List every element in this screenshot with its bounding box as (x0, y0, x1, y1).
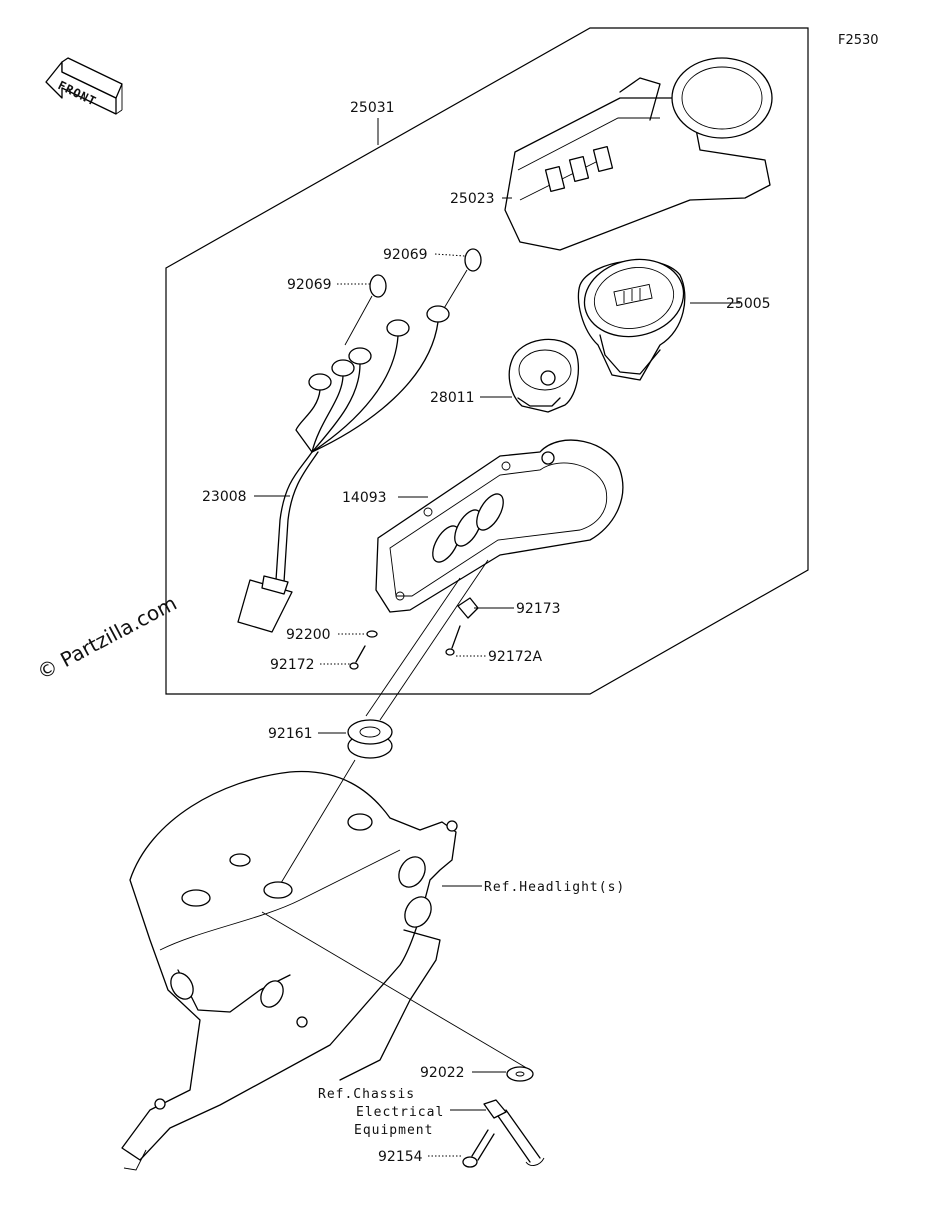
washer-92022[interactable] (506, 1066, 534, 1082)
meter-case-14093[interactable] (375, 439, 624, 613)
part-label-23008[interactable]: 23008 (202, 489, 247, 505)
ref-chassis-line1[interactable]: Ref.Chassis (318, 1087, 415, 1102)
bolt-92154[interactable] (462, 1129, 495, 1168)
part-label-14093[interactable]: 14093 (342, 490, 387, 506)
part-label-92200[interactable]: 92200 (286, 627, 331, 643)
grommet-92161[interactable] (347, 719, 393, 759)
part-label-92172[interactable]: 92172 (270, 657, 315, 673)
part-label-25005[interactable]: 25005 (726, 296, 771, 312)
mounting-bracket (121, 770, 458, 1171)
part-label-92022[interactable]: 92022 (420, 1065, 465, 1081)
part-label-92173[interactable]: 92173 (516, 601, 561, 617)
wiring-harness-23008[interactable] (237, 305, 450, 633)
washer-92200[interactable] (366, 630, 378, 638)
speedometer-25005[interactable] (577, 250, 691, 381)
bulb-92069-left[interactable] (369, 274, 387, 298)
front-arrow-icon: FRONT (45, 57, 123, 115)
part-label-92069-a[interactable]: 92069 (383, 247, 428, 263)
screw-92172[interactable] (349, 645, 366, 670)
part-label-92154[interactable]: 92154 (378, 1149, 423, 1165)
part-label-92161[interactable]: 92161 (268, 726, 313, 742)
switch-28011[interactable] (508, 338, 579, 413)
screw-92172A[interactable] (445, 625, 461, 656)
part-label-92172A[interactable]: 92172A (488, 649, 543, 665)
ref-headlight-label[interactable]: Ref.Headlight(s) (484, 880, 625, 895)
figure-code: F2530 (838, 33, 879, 48)
ground-terminal (483, 1099, 545, 1166)
assembly-frame (165, 27, 809, 695)
bulb-92069-right[interactable] (464, 248, 482, 272)
part-label-25023[interactable]: 25023 (450, 191, 495, 207)
part-label-28011[interactable]: 28011 (430, 390, 475, 406)
part-label-25031[interactable]: 25031 (350, 100, 395, 116)
part-label-92069-b[interactable]: 92069 (287, 277, 332, 293)
meter-cover-25023[interactable] (504, 57, 773, 251)
ref-chassis-line3[interactable]: Equipment (354, 1123, 433, 1138)
watermark: © Partzilla.com (33, 591, 181, 685)
ref-chassis-line2[interactable]: Electrical (356, 1105, 444, 1120)
